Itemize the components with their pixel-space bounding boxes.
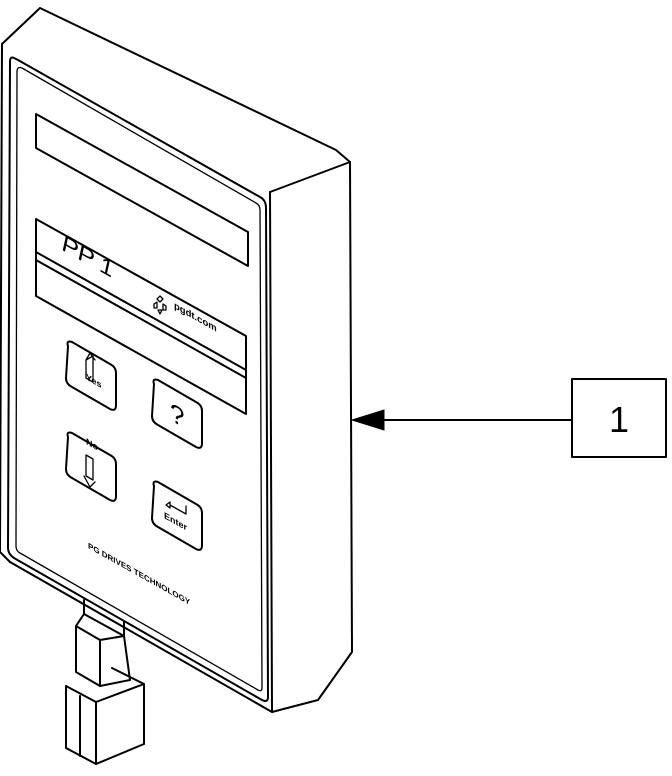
down-no-key[interactable]	[65, 431, 117, 502]
enter-key[interactable]	[151, 480, 203, 551]
cable-connector	[65, 599, 145, 765]
lcd-display	[35, 113, 249, 379]
device-body	[0, 7, 353, 713]
arrowhead-icon	[350, 409, 385, 431]
callout-number: 1	[609, 399, 629, 440]
lcd-line-1	[35, 113, 249, 267]
arrow-down-icon	[83, 454, 96, 488]
up-yes-key[interactable]	[65, 340, 117, 411]
no-label: No	[86, 437, 98, 454]
pgdt-logo-icon	[153, 295, 167, 315]
manufacturer-label: PG DRIVES TECHNOLOGY	[88, 541, 190, 608]
arrow-up-icon	[85, 352, 96, 383]
help-symbol: ?	[170, 397, 184, 434]
brand-website: pgdt.com	[174, 301, 217, 335]
lcd-text-line-2: PP 1	[62, 230, 113, 285]
enter-icon	[165, 501, 187, 515]
front-bezel	[7, 56, 269, 702]
yes-label: Yes	[86, 372, 101, 391]
help-key[interactable]	[151, 378, 203, 449]
brand-strip	[35, 251, 247, 415]
callout-box	[571, 378, 667, 458]
lcd-line-2	[35, 218, 247, 379]
callout	[350, 378, 667, 458]
enter-label: Enter	[164, 511, 187, 534]
